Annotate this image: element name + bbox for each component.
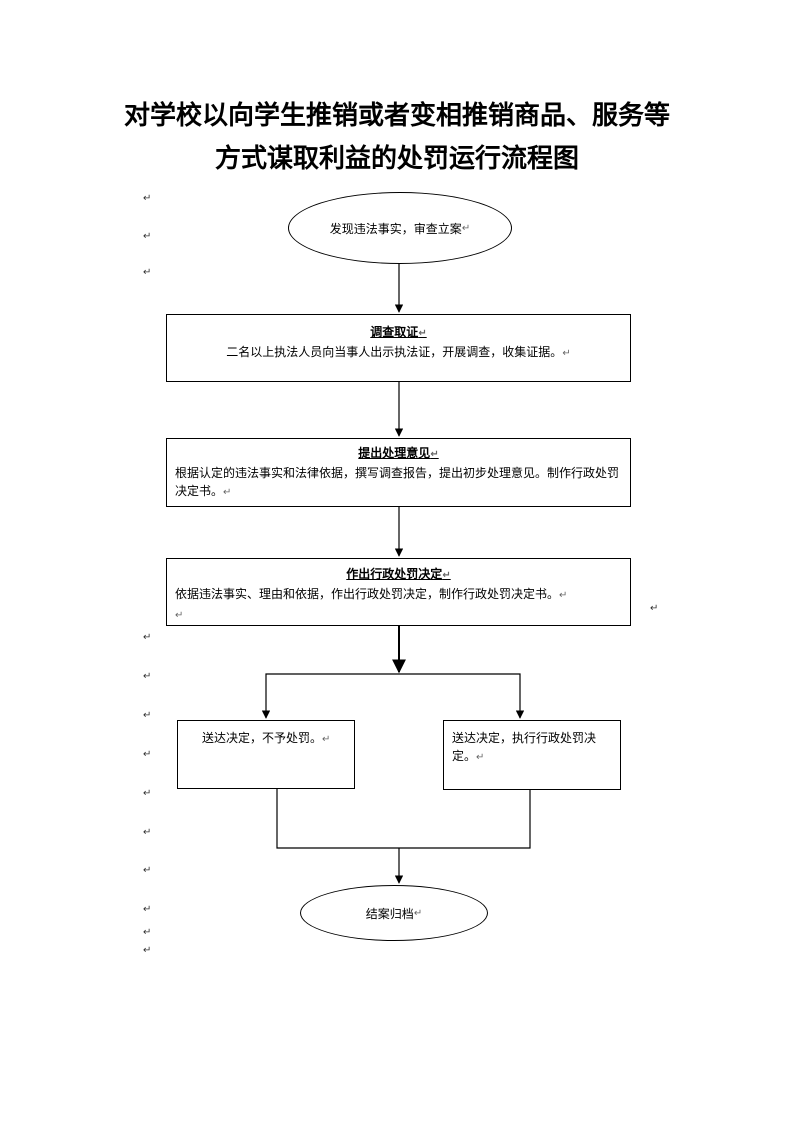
end-node-label: 结案归档: [365, 906, 414, 921]
paragraph-mark: ↵: [143, 945, 152, 956]
branch-right-line: [399, 673, 525, 719]
decision-step: 作出行政处罚决定↵ 依据违法事实、理由和依据，作出行政处罚决定，制作行政处罚决定…: [166, 558, 631, 626]
opinion-heading: 提出处理意见↵: [358, 446, 439, 460]
page-title-line-1: 对学校以向学生推销或者变相推销商品、服务等: [123, 101, 670, 131]
decision-body: 依据违法事实、理由和依据，作出行政处罚决定，制作行政处罚决定书。↵↵: [175, 587, 568, 621]
start-node-label: 发现违法事实，审查立案: [329, 221, 462, 236]
start-node: 发现违法事实，审查立案↵: [288, 192, 512, 264]
branch-left-line: [261, 673, 399, 719]
end-node: 结案归档↵: [300, 885, 488, 941]
opinion-step: 提出处理意见↵ 根据认定的违法事实和法律依据，撰写调查报告，提出初步处理意见。制…: [166, 438, 631, 507]
paragraph-mark: ↵: [143, 671, 152, 682]
paragraph-mark: ↵: [143, 267, 152, 278]
investigate-body: 二名以上执法人员向当事人出示执法证，开展调查，收集证据。↵: [226, 345, 571, 359]
execute-step: 送达决定，执行行政处罚决定。↵: [443, 720, 621, 790]
paragraph-mark: ↵: [143, 827, 152, 838]
paragraph-mark: ↵: [143, 193, 152, 204]
paragraph-mark: ↵: [143, 865, 152, 876]
paragraph-mark: ↵: [143, 788, 152, 799]
execute-label: 送达决定，执行行政处罚决定。: [452, 731, 597, 763]
opinion-body: 根据认定的违法事实和法律依据，撰写调查报告，提出初步处理意见。制作行政处罚决定书…: [175, 466, 620, 498]
decision-heading: 作出行政处罚决定↵: [346, 567, 451, 581]
investigate-heading: 调查取证↵: [370, 325, 427, 339]
paragraph-mark: ↵: [143, 231, 152, 242]
paragraph-mark: ↵: [143, 710, 152, 721]
no-penalty-step: 送达决定，不予处罚。↵: [177, 720, 355, 789]
investigate-step: 调查取证↵ 二名以上执法人员向当事人出示执法证，开展调查，收集证据。↵: [166, 314, 631, 382]
page-title-line-2: 方式谋取利益的处罚运行流程图: [214, 144, 579, 174]
paragraph-mark: ↵: [461, 222, 471, 234]
merge-line: [276, 788, 531, 849]
paragraph-mark: ↵: [143, 632, 152, 643]
paragraph-mark: ↵: [143, 904, 152, 915]
paragraph-mark: ↵: [650, 603, 659, 614]
paragraph-mark: ↵: [143, 749, 152, 760]
paragraph-mark: ↵: [143, 927, 152, 938]
no-penalty-label: 送达决定，不予处罚。: [202, 731, 323, 745]
